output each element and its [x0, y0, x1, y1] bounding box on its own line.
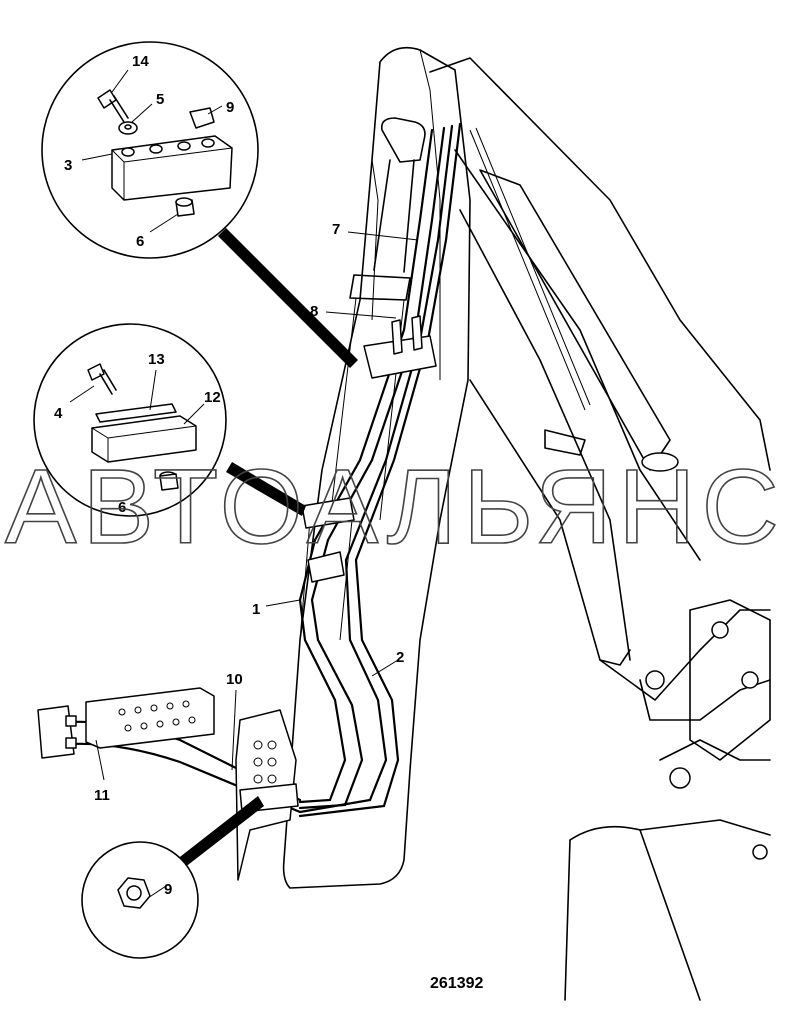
callout-9-upper: 9 — [226, 99, 234, 116]
callout-8: 8 — [310, 303, 318, 320]
detail-circle-middle — [33, 323, 306, 517]
detail-circle-lower — [81, 796, 264, 959]
callout-14: 14 — [132, 53, 149, 70]
hose-clamp-upper — [363, 315, 437, 379]
callout-10: 10 — [226, 671, 243, 688]
valve-block — [37, 687, 215, 759]
callout-6-middle: 6 — [118, 499, 126, 516]
callout-3: 3 — [64, 157, 72, 174]
watermark: АВТОАЛЬЯНС — [5, 448, 785, 566]
callout-5: 5 — [156, 91, 164, 108]
detail-circle-upper — [41, 41, 358, 368]
callout-13: 13 — [148, 351, 165, 368]
base-bracket — [235, 709, 299, 881]
boom-structure — [429, 57, 771, 1001]
callout-12: 12 — [204, 389, 221, 406]
callout-7: 7 — [332, 221, 340, 238]
hose-clamp-lower — [301, 497, 355, 583]
callout-6-upper: 6 — [136, 233, 144, 250]
leader-lines — [69, 69, 419, 899]
callout-2: 2 — [396, 649, 404, 666]
callout-9-lower: 9 — [164, 881, 172, 898]
drawing-number: 261392 — [430, 975, 483, 992]
callout-labels: 14 5 9 3 6 7 8 13 4 12 6 1 2 10 11 9 — [54, 53, 404, 898]
callout-1: 1 — [252, 601, 260, 618]
callout-4: 4 — [54, 405, 63, 422]
callout-11: 11 — [94, 787, 110, 804]
dipper-arm — [282, 46, 471, 889]
